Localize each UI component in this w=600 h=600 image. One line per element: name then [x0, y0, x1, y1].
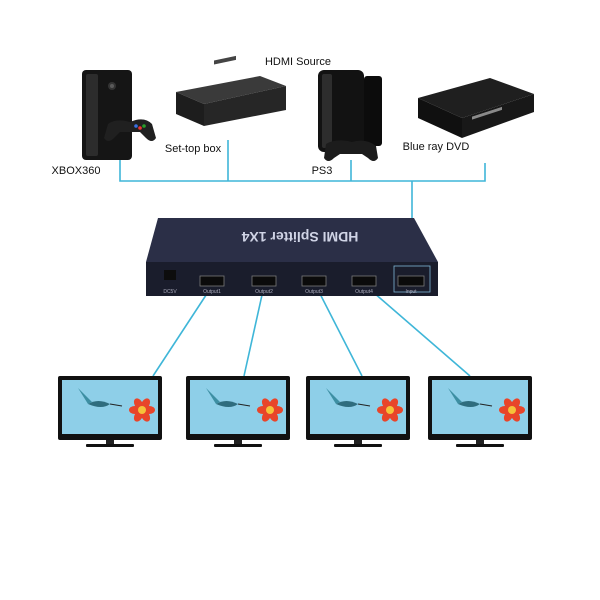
source-label-ps3: PS3: [312, 165, 333, 177]
display-row: [58, 376, 532, 447]
splitter-output2-label: Output2: [255, 289, 273, 295]
splitter-output1-label: Output1: [203, 289, 221, 295]
tv-neck: [354, 440, 362, 444]
output-port-3: [302, 276, 326, 286]
output-cables: [153, 286, 470, 376]
xbox360-console-icon: [82, 70, 156, 160]
tv-display-4: [428, 376, 532, 447]
flower-center: [266, 406, 274, 414]
cable-output3: [316, 286, 362, 376]
flower-center: [386, 406, 394, 414]
tv-neck: [476, 440, 484, 444]
splitter-output3-label: Output3: [305, 289, 323, 295]
splitter-input-label: Input: [405, 289, 417, 295]
cable-output4: [366, 286, 470, 376]
source-label-xbox360: XBOX360: [52, 165, 101, 177]
cable-output2: [244, 286, 264, 376]
bluray-player-icon: [418, 78, 534, 138]
flower-center: [138, 406, 146, 414]
tv-display-1: [58, 376, 162, 447]
tv-neck: [106, 440, 114, 444]
tv-display-3: [306, 376, 410, 447]
hdmi-splitter-unit: HDMI Splitter 1X4 DC5V Input Output1 Out…: [146, 218, 438, 296]
splitter-title: HDMI Splitter 1X4: [241, 229, 358, 245]
source-label-settop: Set-top box: [165, 143, 222, 155]
tv-stand: [214, 444, 262, 447]
ps3-console-icon: [318, 70, 382, 161]
output-port-1: [200, 276, 224, 286]
source-label-bluray: Blue ray DVD: [403, 141, 470, 153]
input-port: [398, 276, 424, 286]
splitter-power-label: DC5V: [163, 289, 177, 295]
tv-stand: [456, 444, 504, 447]
tv-neck: [234, 440, 242, 444]
source-bus-line: [120, 160, 485, 181]
cable-output1: [153, 286, 212, 376]
hdmi-source-title: HDMI Source: [265, 56, 331, 68]
output-port-2: [252, 276, 276, 286]
tv-display-2: [186, 376, 290, 447]
flower-center: [508, 406, 516, 414]
splitter-output4-label: Output4: [355, 289, 373, 295]
tv-stand: [86, 444, 134, 447]
tv-stand: [334, 444, 382, 447]
output-port-4: [352, 276, 376, 286]
